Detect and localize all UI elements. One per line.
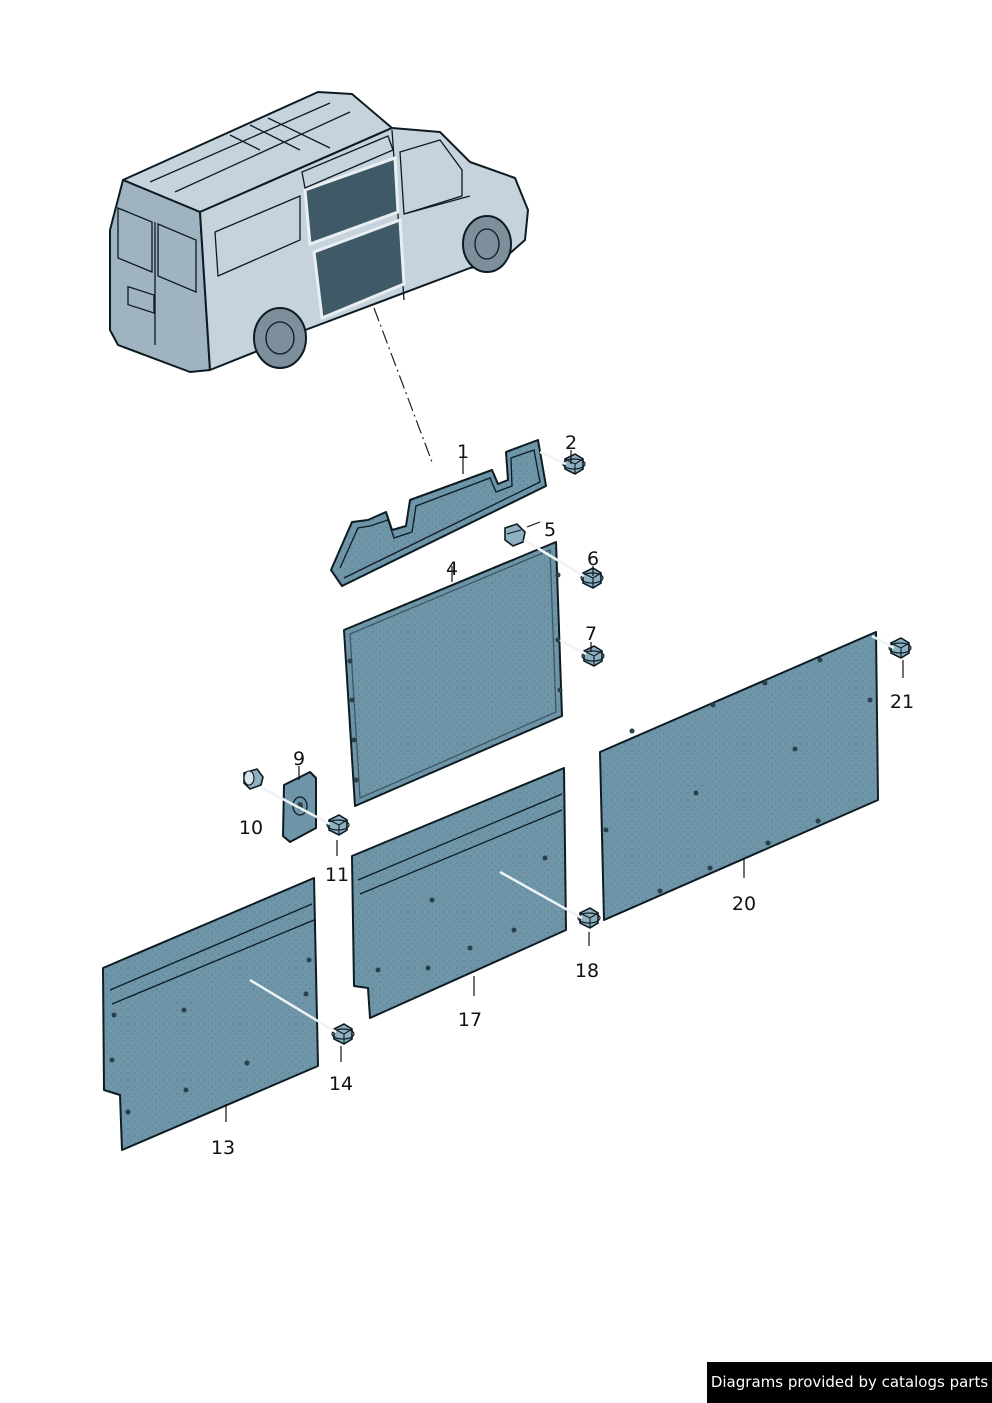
part-4-middle-panel — [343, 541, 563, 807]
callout-4: 4 — [446, 558, 458, 580]
van-front-wheel — [462, 215, 512, 273]
screw-icon — [326, 814, 350, 836]
callout-10: 10 — [239, 817, 263, 839]
callout-5: 5 — [544, 519, 556, 541]
callout-20: 20 — [732, 893, 756, 915]
callout-labels: 1 2 5 6 4 7 21 9 10 11 20 18 17 14 13 — [211, 432, 914, 1159]
callout-14: 14 — [329, 1073, 353, 1095]
leader-lines — [225, 450, 904, 1122]
callout-2: 2 — [565, 432, 577, 454]
part-13-lower-left-panel — [102, 877, 319, 1151]
callout-6: 6 — [587, 548, 599, 570]
callout-9: 9 — [293, 748, 305, 770]
callout-1: 1 — [457, 441, 469, 463]
panel-holes — [109, 572, 873, 1115]
callout-21: 21 — [890, 691, 914, 713]
van-panel-upper — [303, 155, 400, 247]
callout-11: 11 — [325, 864, 349, 886]
fastener-guide-lines — [249, 450, 895, 1034]
callout-13: 13 — [211, 1137, 235, 1159]
screw-icon — [581, 645, 605, 667]
part-20-right-panel — [599, 631, 879, 921]
callout-7: 7 — [585, 623, 597, 645]
van-leader-line — [373, 307, 433, 463]
screw-icon — [331, 1023, 355, 1045]
expanding-clip-icon — [504, 523, 526, 547]
van-illustration — [109, 91, 529, 373]
screw-icon — [580, 567, 604, 589]
part-17-lower-middle-panel — [351, 767, 567, 1019]
callout-17: 17 — [458, 1009, 482, 1031]
screw-icon — [562, 453, 586, 475]
van-rear-wheel — [253, 307, 307, 369]
expanding-clip-icon — [243, 768, 264, 790]
credit-banner: Diagrams provided by catalogs parts — [707, 1362, 992, 1403]
van-panel-lower — [312, 217, 406, 321]
callout-18: 18 — [575, 960, 599, 982]
part-1-upper-strip — [330, 439, 547, 587]
